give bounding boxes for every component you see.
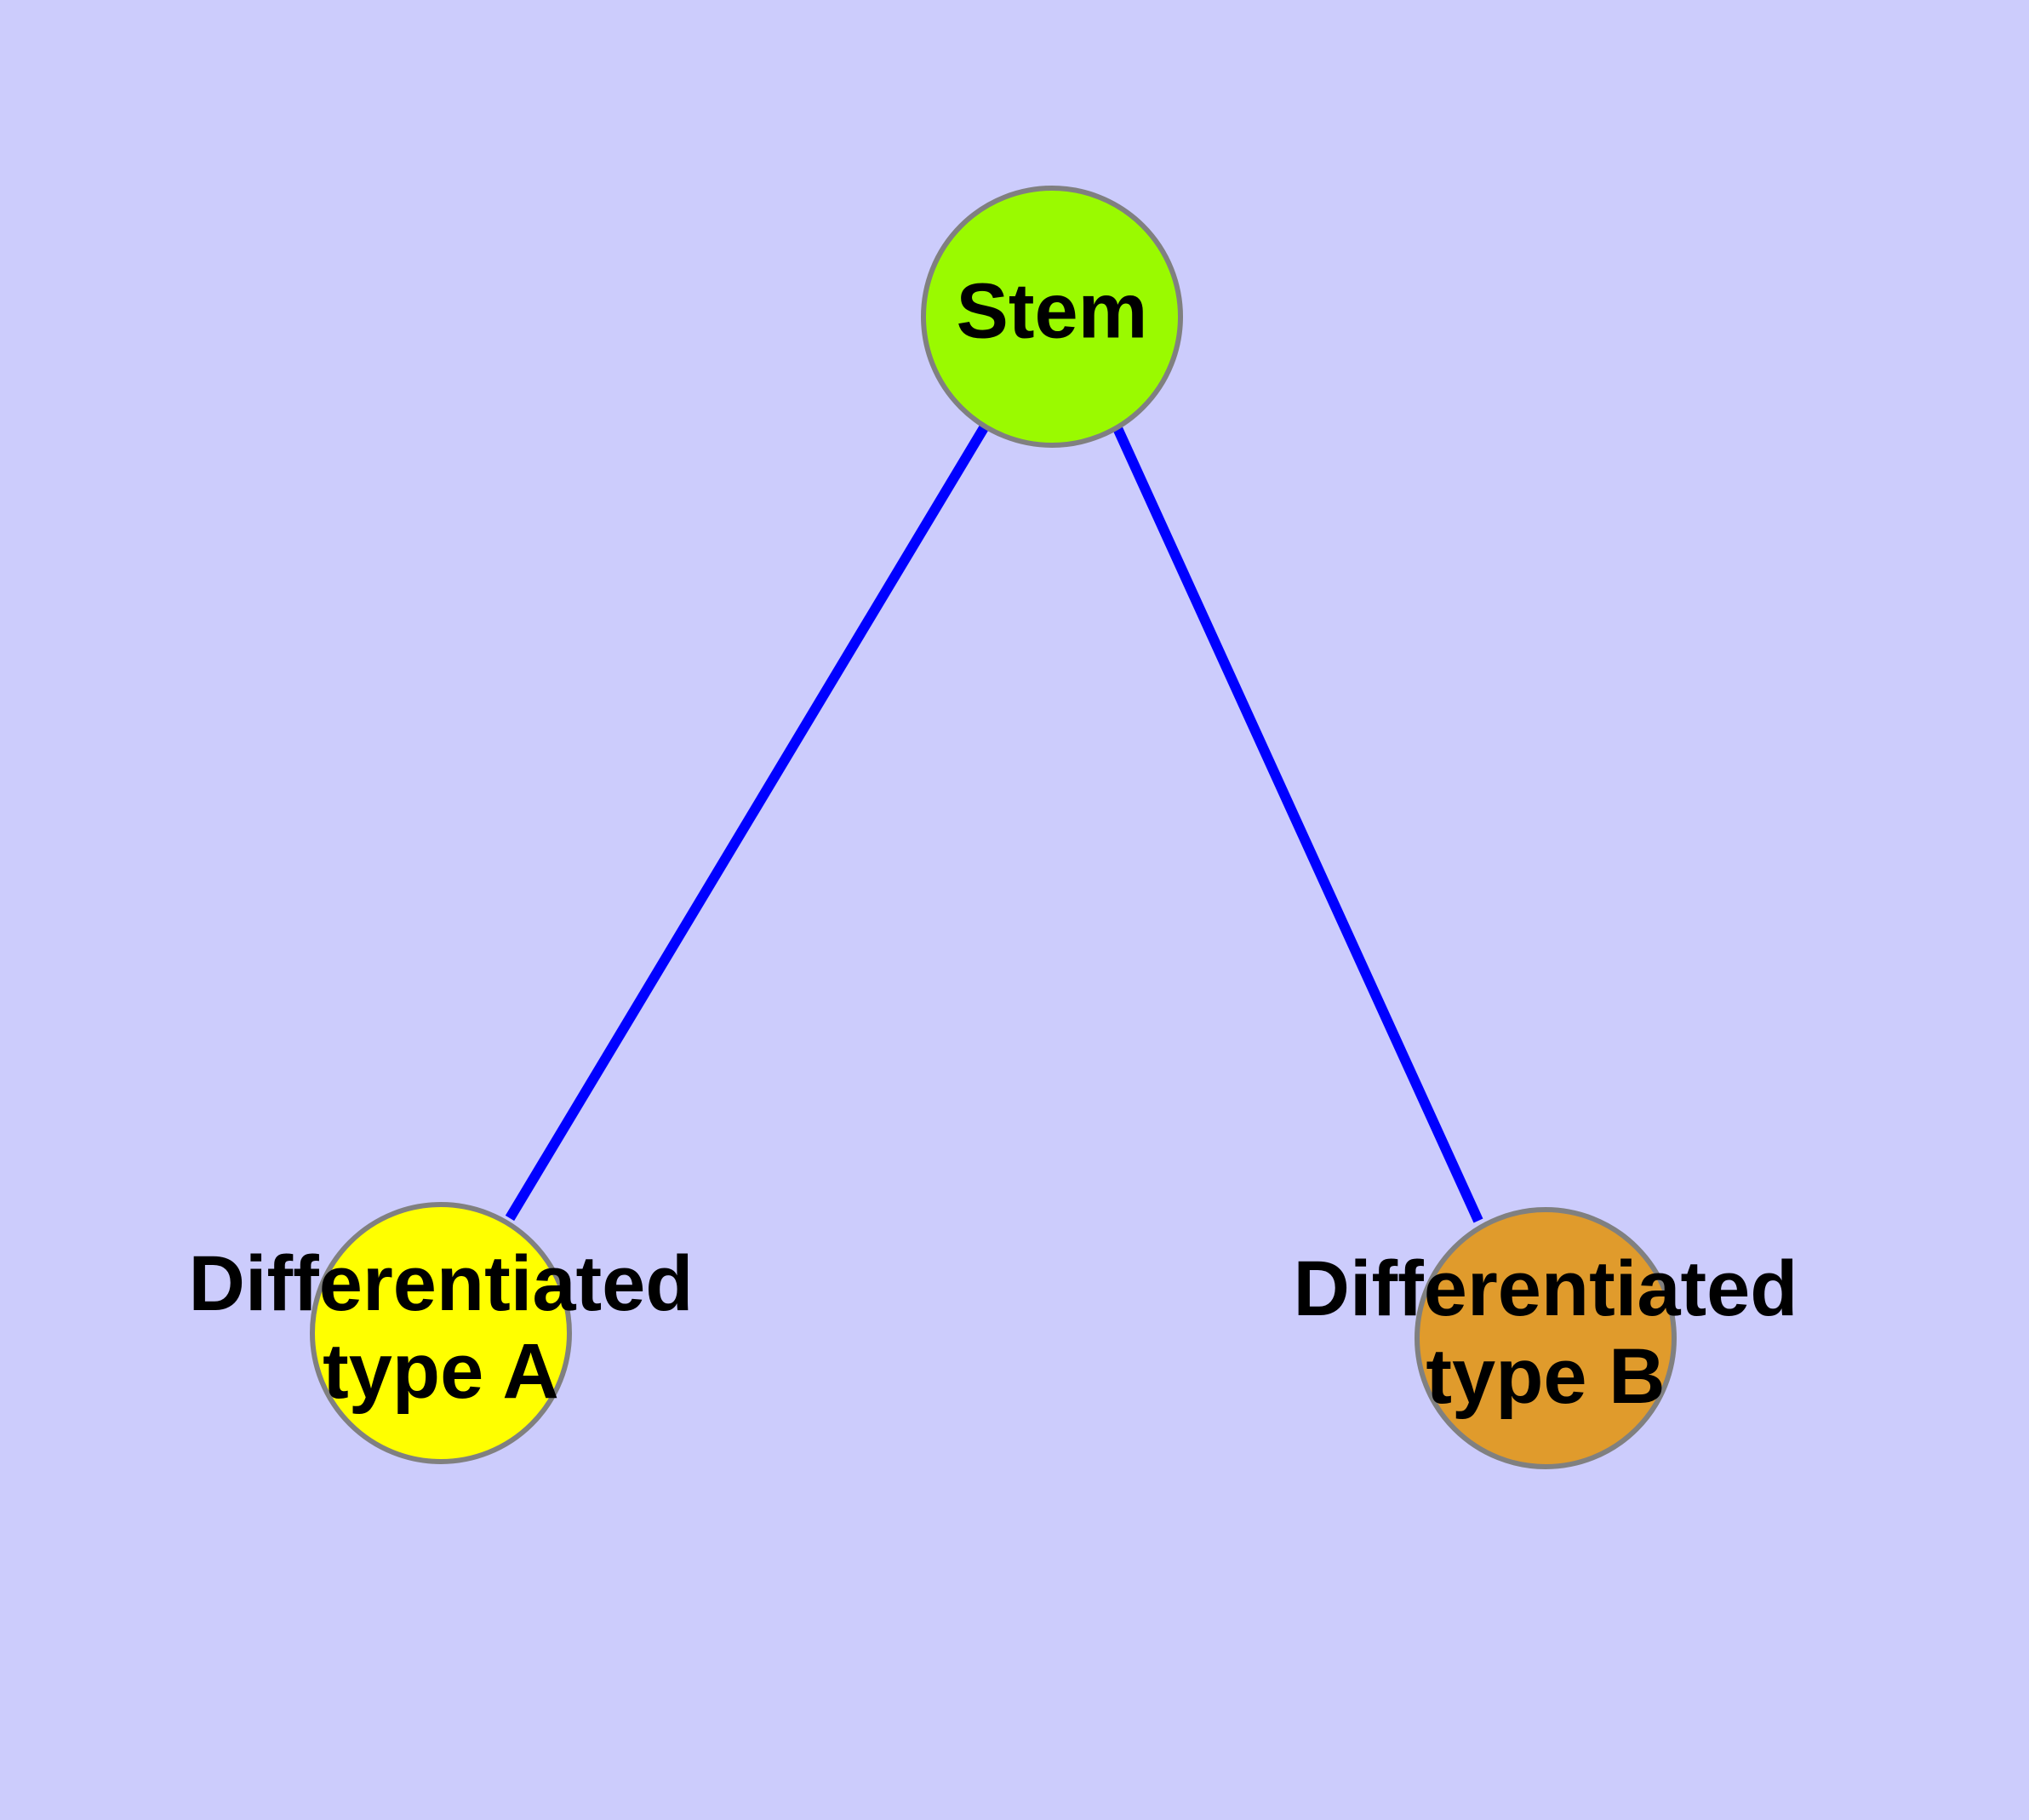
node-stem[interactable]: Stem xyxy=(921,186,1183,448)
node-circle-stem[interactable] xyxy=(921,186,1183,448)
edge-stem-to-diff-b[interactable] xyxy=(1112,426,1483,1223)
node-circle-diff-a[interactable] xyxy=(310,1202,572,1464)
node-circle-diff-b[interactable] xyxy=(1415,1207,1677,1469)
node-label-diff-b-line-1: Differentiated xyxy=(1294,1245,1798,1332)
node-label-diff-b-line-2: type B xyxy=(1426,1333,1665,1420)
edges-layer xyxy=(505,423,1483,1223)
node-label-diff-a-line-1: Differentiated xyxy=(189,1240,694,1327)
edge-stem-to-diff-a[interactable] xyxy=(505,423,990,1222)
node-label-diff-a-line-2: type A xyxy=(323,1328,559,1415)
node-label-stem-line-1: Stem xyxy=(957,267,1148,354)
